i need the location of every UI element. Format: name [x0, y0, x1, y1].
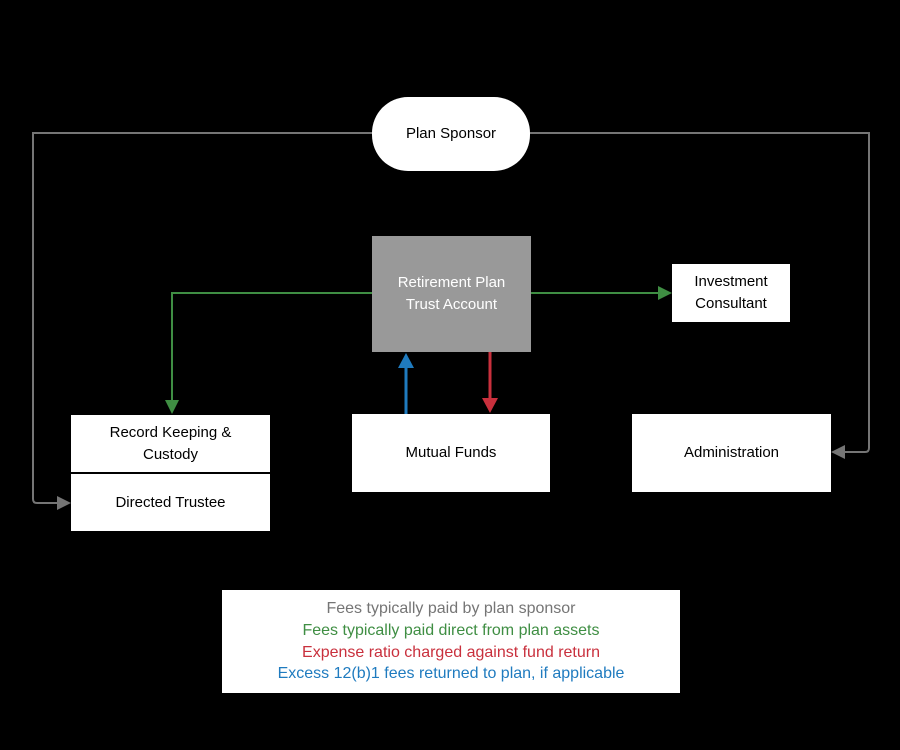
- arrowhead-sponsor-to-trustee: [57, 496, 71, 510]
- legend-item-12b1-fees: Excess 12(b)1 fees returned to plan, if …: [277, 665, 625, 683]
- arrowhead-sponsor-to-administration: [831, 445, 845, 459]
- directed-trustee-label: Directed Trustee: [115, 493, 226, 511]
- connector-sponsor-to-trustee: [32, 132, 373, 504]
- node-retirement-plan-trust-account: Retirement Plan Trust Account: [372, 236, 531, 352]
- arrowhead-trust-to-mutualfunds: [482, 398, 498, 413]
- arrowhead-trust-to-recordkeeping: [165, 400, 179, 414]
- connector-sponsor-to-administration: [530, 132, 870, 453]
- legend-box: Fees typically paid by plan sponsor Fees…: [222, 590, 680, 693]
- administration-label: Administration: [683, 444, 780, 461]
- node-administration: Administration: [632, 414, 831, 492]
- node-plan-sponsor: Plan Sponsor: [372, 97, 530, 171]
- legend-item-expense-ratio: Expense ratio charged against fund retur…: [302, 643, 600, 661]
- arrowhead-mutualfunds-to-trust: [398, 353, 414, 368]
- investment-consultant-label: Investment Consultant: [694, 273, 768, 312]
- record-keeping-label: Record Keeping & Custody: [109, 423, 232, 463]
- arrowhead-trust-to-consultant: [658, 286, 672, 300]
- trust-account-label: Retirement Plan Trust Account: [397, 274, 506, 313]
- connector-trust-to-recordkeeping: [171, 292, 372, 402]
- mutual-funds-label: Mutual Funds: [405, 444, 497, 461]
- node-directed-trustee: Directed Trustee: [71, 474, 270, 531]
- node-record-keeping-custody: Record Keeping & Custody: [71, 415, 270, 472]
- legend-item-plan-asset-fees: Fees typically paid direct from plan ass…: [302, 621, 600, 639]
- node-mutual-funds: Mutual Funds: [352, 414, 550, 492]
- plan-sponsor-label: Plan Sponsor: [405, 125, 497, 142]
- node-investment-consultant: Investment Consultant: [672, 264, 790, 322]
- legend-item-plan-sponsor-fees: Fees typically paid by plan sponsor: [326, 600, 576, 618]
